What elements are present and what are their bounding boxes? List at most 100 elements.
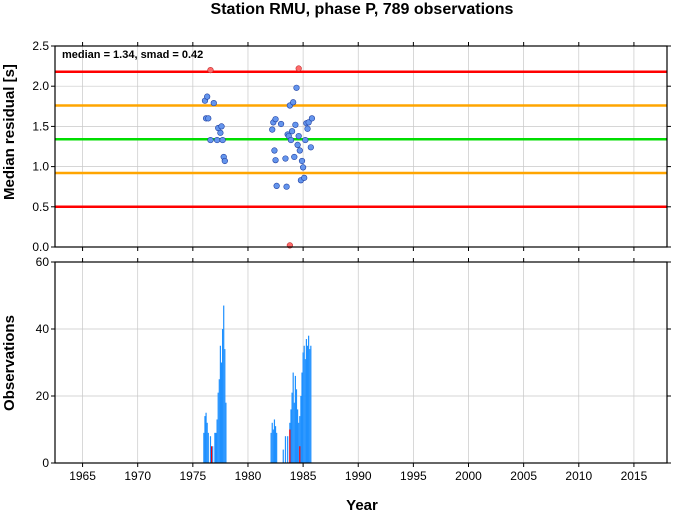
data-point [308, 115, 316, 122]
observation-bar [274, 426, 277, 463]
observation-bar [300, 396, 302, 463]
observation-bar [271, 422, 273, 463]
observation-bar [204, 416, 206, 463]
top-y-axis-label: Median residual [s] [1, 64, 18, 200]
data-point [221, 157, 228, 165]
data-point [283, 183, 290, 190]
outlier-bar [210, 446, 213, 463]
data-point [301, 174, 308, 181]
y-tick-label: 1.0 [32, 160, 49, 174]
data-point [204, 93, 211, 100]
x-tick-label: 1975 [179, 469, 206, 483]
data-point [291, 153, 298, 161]
observation-bar [214, 432, 216, 463]
observation-bar [308, 335, 310, 463]
observation-bar [298, 422, 300, 463]
data-point [271, 147, 278, 154]
data-point [295, 132, 302, 140]
observation-bar [212, 446, 214, 463]
observation-bar [305, 339, 308, 463]
data-point [219, 136, 226, 144]
observation-bar [222, 329, 224, 463]
data-point [290, 99, 297, 106]
x-tick-label: 1985 [290, 469, 317, 483]
data-point [205, 115, 212, 122]
observation-bar [205, 412, 207, 463]
data-point [300, 164, 307, 171]
outlier-point [295, 65, 302, 72]
observation-bar [272, 429, 274, 463]
outlier-bar [289, 429, 291, 463]
data-point [293, 84, 300, 91]
observation-bar [309, 349, 311, 463]
panel-frame [54, 261, 668, 464]
data-point [272, 116, 279, 123]
observation-bar [296, 409, 299, 463]
x-tick-label: 1980 [235, 469, 262, 483]
median-annotation: median = 1.34, smad = 0.42 [62, 49, 203, 61]
y-tick-label: 0 [42, 456, 49, 470]
outlier-bar [299, 446, 301, 463]
observation-bar [209, 436, 212, 463]
y-tick-label: 1.5 [32, 119, 49, 133]
residual-panel: 0.00.51.01.52.02.5 [32, 39, 671, 254]
data-point [213, 136, 221, 144]
observation-bar [273, 419, 276, 463]
observation-bar [206, 422, 208, 463]
data-point [294, 141, 301, 148]
observation-bar [290, 409, 292, 463]
data-point [217, 129, 224, 136]
observation-bar [216, 419, 218, 463]
x-tick-label: 1965 [69, 469, 96, 483]
observation-bar [224, 349, 226, 463]
x-tick-label: 2000 [455, 469, 482, 483]
data-point [296, 147, 303, 154]
chart-title: Station RMU, phase P, 789 observations [211, 1, 514, 18]
data-point [210, 99, 217, 107]
observation-bar [287, 436, 289, 463]
observation-bar [299, 416, 301, 463]
observation-bar [303, 345, 305, 463]
observation-bar [301, 372, 303, 463]
data-point [305, 119, 312, 126]
observation-bar [284, 436, 287, 463]
y-tick-label: 2.5 [32, 39, 49, 53]
observation-bar [219, 345, 222, 463]
observation-bar [225, 402, 227, 463]
x-tick-label: 2010 [565, 469, 592, 483]
observation-bar [276, 432, 278, 463]
x-tick-label: 1990 [345, 469, 372, 483]
data-point [288, 128, 296, 135]
observation-bar [293, 402, 295, 463]
x-tick-label: 2015 [621, 469, 648, 483]
data-point [218, 123, 225, 130]
data-point [282, 155, 289, 162]
observation-bar [291, 392, 293, 463]
observation-bar [218, 379, 220, 463]
data-point [277, 120, 285, 128]
observation-bar [282, 449, 284, 463]
x-tick-label: 1970 [124, 469, 151, 483]
bottom-y-axis-label: Observations [1, 315, 18, 411]
x-axis-label: Year [346, 497, 378, 511]
observation-bar [292, 372, 294, 463]
y-tick-label: 60 [36, 255, 50, 269]
observation-bar [217, 392, 219, 463]
data-point [273, 182, 280, 189]
y-tick-label: 2.0 [32, 79, 49, 93]
data-point [287, 136, 295, 144]
y-tick-label: 40 [36, 322, 50, 336]
observation-bar [302, 352, 304, 463]
observation-bar [310, 345, 312, 463]
y-tick-label: 0.0 [32, 240, 49, 254]
data-point [307, 144, 314, 151]
data-point [292, 121, 299, 128]
observation-bar [207, 432, 209, 463]
data-point [298, 157, 306, 165]
data-point [207, 136, 214, 144]
y-tick-label: 20 [36, 389, 50, 403]
observation-bar [306, 345, 309, 463]
observation-bar [223, 305, 225, 463]
